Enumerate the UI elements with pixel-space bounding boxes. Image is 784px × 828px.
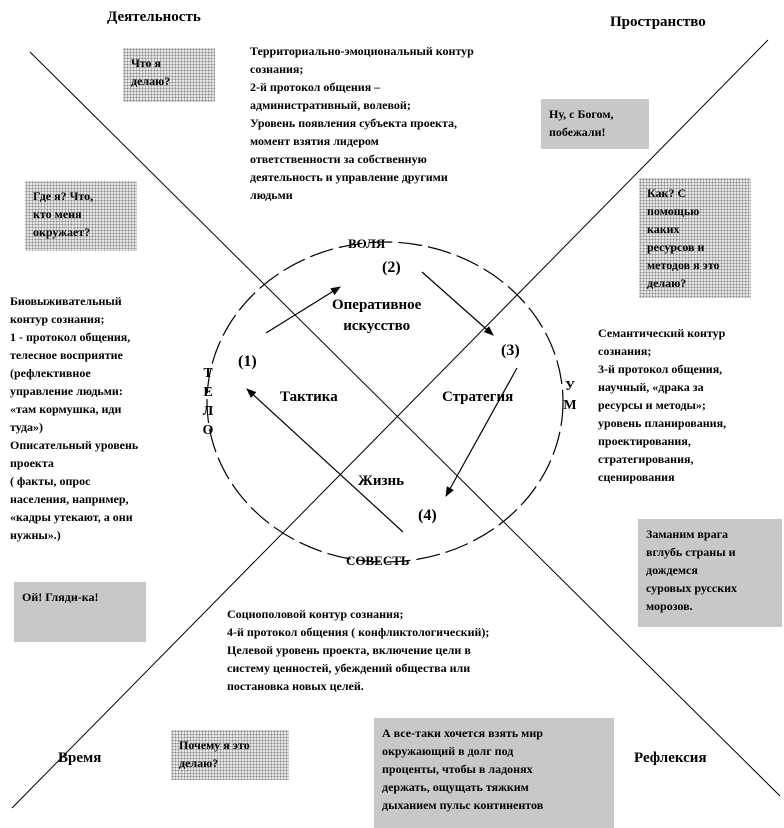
corner-label-space: Пространство (610, 14, 706, 30)
contour-semantic: Семантический контур сознания; 3-й прото… (598, 326, 727, 484)
contour-biosurvival: Биовыживательный контур сознания; 1 - пр… (10, 294, 139, 542)
segment-operative-art: Оперативное искусство (332, 297, 422, 334)
circle-label-conscience: СОВЕСТЬ (346, 553, 410, 568)
segment-strategy: Стратегия (442, 389, 514, 405)
diagonal-line-anti (11, 39, 769, 809)
circle-label-body: ТЕЛО (201, 364, 215, 440)
corner-label-activity: Деятельность (107, 9, 201, 25)
contour-sociosexual: Социополовой контур сознания; 4-й проток… (227, 607, 490, 693)
question-how: Как? С помощью каких ресурсов и методов … (639, 178, 751, 298)
diagonal-line-main (29, 51, 781, 797)
circle-label-body-text: ТЕЛО (202, 366, 214, 438)
circle-label-mind: УМ (563, 377, 577, 415)
arrow-2-to-3 (421, 271, 494, 336)
corner-label-reflection: Рефлексия (634, 750, 707, 766)
question-god-speed: Ну, с Богом, побежали! (541, 99, 649, 149)
contour-territorial-emotional: Территориально-эмоциональный контур созн… (250, 44, 474, 202)
question-why: Почему я это делаю? (171, 730, 289, 780)
question-lure-enemy: Заманим врага вглубь страны и дождемся с… (638, 519, 782, 627)
arrow-4-to-1 (246, 388, 404, 533)
circle-label-mind-text: УМ (563, 379, 577, 413)
segment-tactics: Тактика (280, 389, 338, 405)
question-oh-look: Ой! Гляди-ка! (14, 582, 146, 642)
circle-label-will: ВОЛЯ (348, 236, 386, 251)
stage-number-1: (1) (238, 353, 257, 370)
stage-number-4: (4) (418, 507, 437, 524)
question-what-do-i-do: Что я делаю? (123, 48, 215, 102)
question-borrow-world: А все-таки хочется взять мир окружающий … (374, 718, 614, 828)
arrow-3-to-4 (445, 367, 518, 497)
question-where-am-i: Где я? Что, кто меня окружает? (25, 181, 137, 251)
arrow-1-to-2 (265, 286, 341, 334)
stage-number-2: (2) (382, 259, 401, 276)
corner-label-time: Время (58, 750, 102, 766)
segment-life: Жизнь (358, 473, 405, 489)
stage-number-3: (3) (501, 342, 520, 359)
central-circle (206, 241, 564, 563)
